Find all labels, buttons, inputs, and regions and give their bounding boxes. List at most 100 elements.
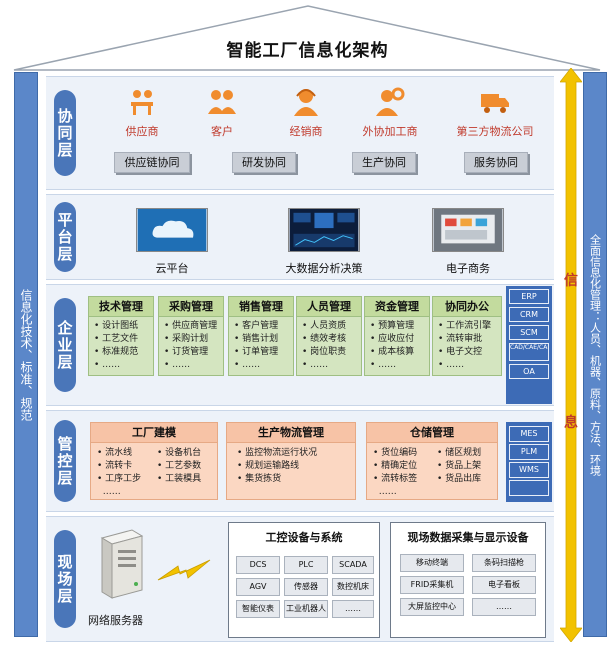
list-item: • 人员资质	[302, 321, 347, 331]
list-item: • 岗位职责	[302, 347, 347, 357]
supplier-icon	[131, 90, 153, 115]
list-item: • 绩效考核	[302, 334, 347, 344]
list-item: • ……	[438, 360, 465, 370]
platform-layer-label: 平台层	[54, 202, 76, 272]
chip-agv: AGV	[236, 578, 280, 596]
list-item: • 货品上架	[437, 461, 482, 471]
party-dealer: 经销商	[264, 86, 348, 139]
lightning-icon	[157, 559, 211, 581]
list-item: • 规划运输路线	[237, 461, 300, 471]
system-crm: CRM	[509, 307, 549, 322]
party-supplier: 供应商	[100, 86, 184, 139]
page-title: 智能工厂信息化架构	[226, 41, 389, 61]
module-tech-management: 技术管理 • 设计图纸 • 工艺文件 • 标准规范 • ……	[88, 296, 154, 376]
data-collection-title: 现场数据采集与显示设备	[407, 531, 529, 544]
list-item: • 储区规划	[437, 448, 482, 458]
server-label: 网络服务器	[88, 614, 143, 627]
module-collab-office: 协同办公 • 工作流引擎 • 流转审批 • 电子文控 • ……	[432, 296, 502, 376]
list-item: • 应收应付	[370, 334, 415, 344]
list-item: • 客户管理	[234, 321, 279, 331]
list-item: • 电子文控	[438, 347, 483, 357]
list-item: • ……	[370, 360, 397, 370]
system-cad: CAD/CAE/CAM/CAPP	[509, 343, 549, 361]
left-standards-bar: 信息化技术、标准、规范	[14, 72, 38, 637]
list-item: • 采购计划	[164, 334, 209, 344]
module-purchase-management: 采购管理 • 供应商管理 • 采购计划 • 订货管理 • ……	[158, 296, 224, 376]
chip-more-devices: ……	[472, 598, 536, 616]
list-item: • 精确定位	[373, 461, 418, 471]
ecommerce-image	[432, 208, 504, 252]
chip-sensor: 传感器	[284, 578, 328, 596]
right-bar-text: 全面信息化管理：人员、机器、原料、方法、环境	[588, 233, 602, 476]
tag-service-collab: 服务协同	[464, 152, 528, 173]
list-item: • 供应商管理	[164, 321, 218, 331]
system-oa: OA	[509, 364, 549, 379]
chip-rfid-collector: FRID采集机	[400, 576, 464, 594]
module-hr-management: 人员管理 • 人员资质 • 绩效考核 • 岗位职责 • ……	[296, 296, 362, 376]
chip-more: ……	[332, 600, 374, 618]
cloud-platform-image	[136, 208, 208, 252]
list-item: • 货品出库	[437, 474, 482, 484]
tag-supply-chain-collab: 供应链协同	[114, 152, 190, 173]
module-finance-management: 资金管理 • 预算管理 • 应收应付 • 成本核算 • ……	[364, 296, 430, 376]
list-item: • 监控物流运行状况	[237, 448, 318, 458]
group-production-logistics: 生产物流管理 • 监控物流运行状况 • 规划运输路线 • 集货拣货	[226, 422, 356, 500]
list-item: ……	[102, 487, 121, 497]
outsourcer-icon	[376, 87, 405, 116]
list-item: ……	[378, 487, 397, 497]
list-item: • 标准规范	[94, 347, 139, 357]
group-factory-modeling: 工厂建模 • 流水线 • 流转卡 • 工序工步 …… • 设备机台 • 工艺参数…	[90, 422, 218, 500]
group-warehouse-management: 仓储管理 • 货位编码 • 精确定位 • 流转标签 …… • 储区规划 • 货品…	[366, 422, 498, 500]
system-blank	[509, 480, 549, 496]
arrow-label-2: 息	[564, 415, 578, 431]
list-item: • 流转卡	[97, 461, 133, 471]
list-item: • 集货拣货	[237, 474, 282, 484]
customer-icon	[208, 90, 236, 114]
system-erp: ERP	[509, 289, 549, 304]
chip-monitoring-center: 大屏监控中心	[400, 598, 464, 616]
tag-production-collab: 生产协同	[352, 152, 416, 173]
business-layer-label: 企业层	[54, 298, 76, 392]
tag-rnd-collab: 研发协同	[232, 152, 296, 173]
module-sales-management: 销售管理 • 客户管理 • 销售计划 • 订单管理 • ……	[228, 296, 294, 376]
dealer-icon	[294, 89, 318, 116]
control-layer-label: 管控层	[54, 420, 76, 502]
chip-smart-meter: 智能仪表	[236, 600, 280, 618]
information-flow-arrow	[560, 68, 582, 642]
list-item: • 流水线	[97, 448, 133, 458]
left-bar-text: 信息化技术、标准、规范	[19, 288, 33, 421]
list-item: • 设备机台	[157, 448, 202, 458]
chip-scada: SCADA	[332, 556, 374, 574]
bigdata-dashboard-image	[288, 208, 360, 252]
chip-dcs: DCS	[236, 556, 280, 574]
right-management-bar: 全面信息化管理：人员、机器、原料、方法、环境	[583, 72, 607, 637]
chip-industrial-robot: 工业机器人	[284, 600, 328, 618]
party-logistics: 第三方物流公司	[440, 86, 550, 139]
list-item: • 预算管理	[370, 321, 415, 331]
list-item: • ……	[94, 360, 121, 370]
industrial-equipment-title: 工控设备与系统	[265, 531, 343, 544]
system-scm: SCM	[509, 325, 549, 340]
chip-e-kanban: 电子看板	[472, 576, 536, 594]
truck-icon	[481, 94, 509, 113]
platform-ecommerce-label: 电子商务	[446, 262, 490, 275]
list-item: • 工装模具	[157, 474, 202, 484]
system-wms: WMS	[509, 462, 549, 478]
list-item: • ……	[302, 360, 329, 370]
system-mes: MES	[509, 426, 549, 442]
list-item: • 成本核算	[370, 347, 415, 357]
list-item: • 销售计划	[234, 334, 279, 344]
list-item: • 货位编码	[373, 448, 418, 458]
platform-bigdata-label: 大数据分析决策	[285, 262, 363, 275]
arrow-label-1: 信	[564, 273, 578, 289]
chip-mobile-terminal: 移动终端	[400, 554, 464, 572]
field-layer-label: 现场层	[54, 530, 76, 628]
list-item: • 订货管理	[164, 347, 209, 357]
list-item: • 工序工步	[97, 474, 142, 484]
party-customer: 客户	[180, 86, 264, 139]
chip-cnc: 数控机床	[332, 578, 374, 596]
list-item: • 工艺参数	[157, 461, 202, 471]
collab-layer-label: 协同层	[54, 90, 76, 176]
list-item: • ……	[164, 360, 191, 370]
party-outsourcer: 外协加工商	[348, 86, 432, 139]
